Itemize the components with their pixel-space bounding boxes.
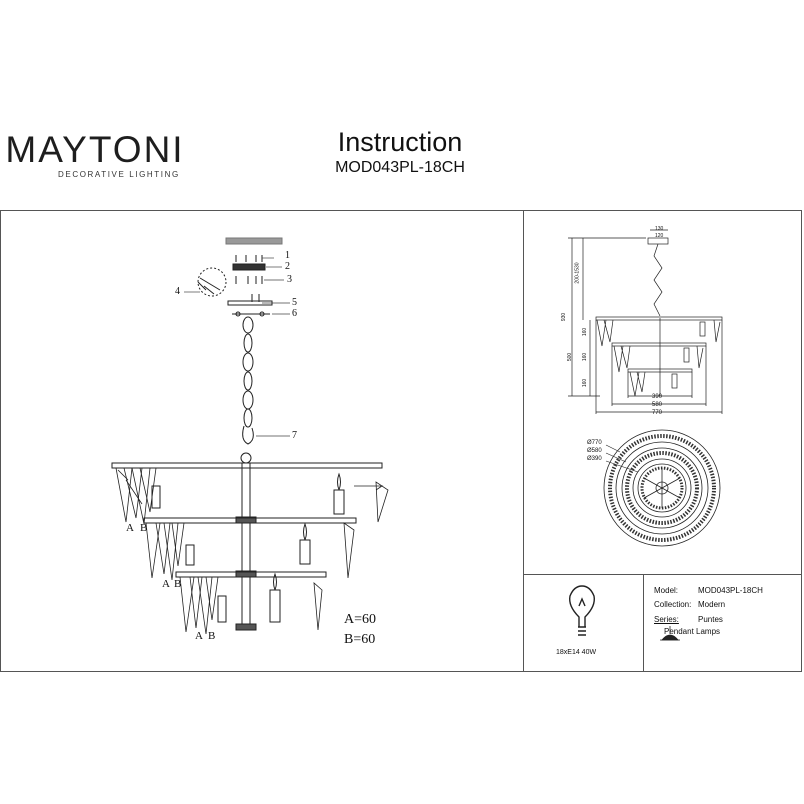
dim-label: 500 [567, 352, 574, 362]
title-model: MOD043PL-18CH [335, 159, 465, 176]
callout-1: 1 [285, 250, 290, 261]
spec-collection-key: Collection: [654, 600, 692, 609]
callout-6: 6 [292, 308, 297, 319]
quantity-b: B=60 [344, 632, 376, 647]
bulb-spec: 18xE14 40W [556, 649, 597, 656]
spec-model-key: Model: [654, 586, 679, 595]
dim-label: 200-1530 [574, 262, 581, 284]
spec-collection-value: Modern [698, 600, 726, 609]
dim-label: 930 [561, 312, 568, 322]
bulb-icon [569, 585, 595, 636]
spec-type-value: Pendant Lamps [664, 627, 721, 636]
crystal-label-a: A [195, 630, 203, 642]
callout-2: 2 [285, 261, 290, 272]
dim-label: 770 [652, 410, 663, 416]
pendant-lamp-icon [660, 626, 680, 641]
frame-divider-spec [643, 574, 644, 672]
title-main: Instruction [337, 127, 463, 157]
dim-label: 390 [652, 394, 663, 400]
spec-series-value: Puntes [698, 615, 723, 624]
spec-model-value: MOD043PL-18CH [698, 586, 763, 595]
dim-label: Ø580 [587, 448, 602, 454]
callout-3: 3 [287, 274, 292, 285]
brand-tagline: DECORATIVE LIGHTING [58, 170, 180, 179]
crystal-label-a: A [162, 578, 170, 590]
callout-5: 5 [292, 297, 297, 308]
dim-label: Ø770 [587, 440, 602, 446]
frame-divider-horizontal [523, 574, 802, 575]
dim-label: 160 [582, 327, 589, 337]
brand-logo: MAYTONI DECORATIVE LIGHTING [0, 130, 190, 180]
dim-label: 580 [652, 402, 663, 408]
crystal-label-a: A [126, 522, 134, 534]
drawing-frame [0, 210, 802, 672]
crystal-label-b: B [174, 578, 182, 590]
quantity-a: A=60 [344, 612, 377, 627]
callout-7: 7 [292, 430, 297, 441]
side-elevation [568, 229, 723, 414]
document-title: Instruction MOD043PL-18CH [300, 126, 500, 178]
assembly-drawing [111, 237, 389, 635]
crystal-label-b: B [140, 522, 148, 534]
frame-divider-vertical [523, 210, 524, 672]
dim-label: 160 [582, 352, 589, 362]
spec-series-key: Series: [654, 615, 679, 624]
dim-label: 120 [655, 233, 664, 239]
dim-label: 160 [582, 378, 589, 388]
crystal-label-b: B [208, 630, 216, 642]
callout-4: 4 [175, 286, 180, 297]
dim-label: 130 [655, 226, 664, 232]
dim-label: Ø390 [587, 456, 602, 462]
brand-name: MAYTONI [5, 129, 185, 170]
top-view [603, 429, 721, 547]
